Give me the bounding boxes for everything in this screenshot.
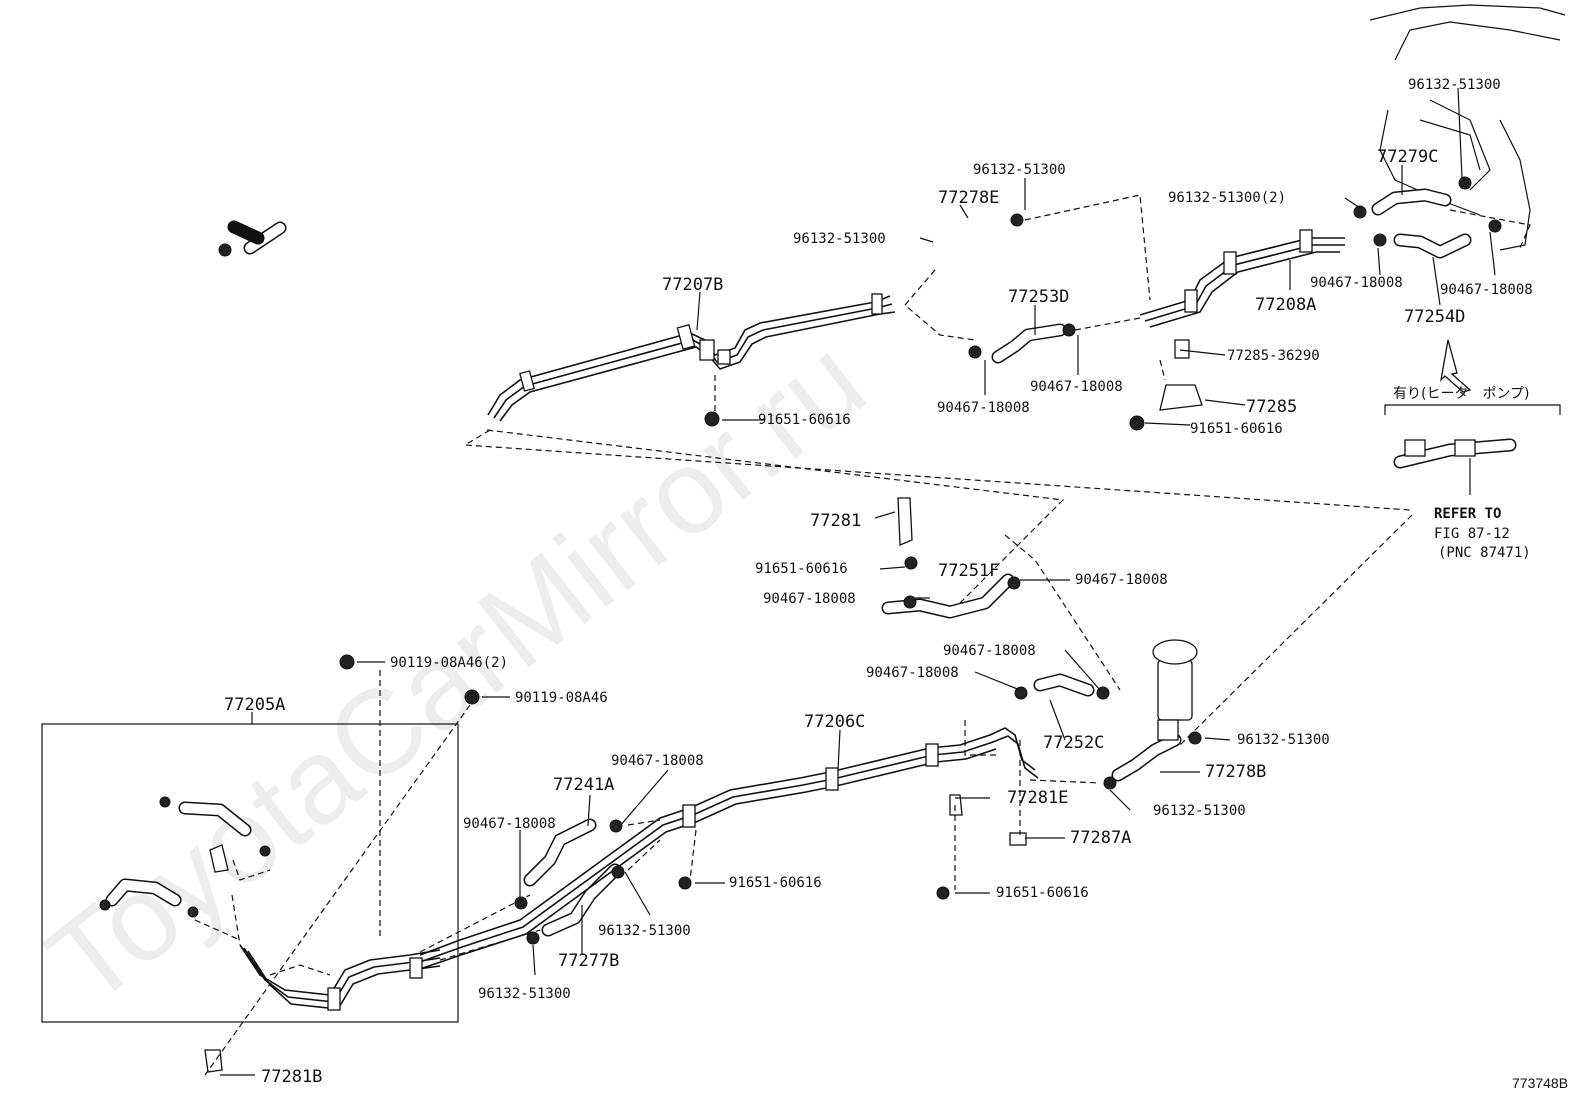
label-90119-08A46: 90119-08A46 [515,690,608,706]
label-77208A: 77208A [1255,295,1316,315]
label-96132-51300-b: 96132-51300 [793,231,886,247]
label-77254D: 77254D [1404,307,1465,327]
label-96132-51300-g: 96132-51300 [478,986,571,1002]
label-77253D: 77253D [1008,287,1069,307]
label-90467-18008-j: 90467-18008 [463,816,556,832]
label-91651-60616-c: 91651-60616 [755,561,848,577]
label-96132-51300-a: 96132-51300 [973,162,1066,178]
label-90467-18008-i: 90467-18008 [611,753,704,769]
77205a-box [41,723,459,1023]
label-96132-51300-d: 96132-51300 [1237,732,1330,748]
hoses-upper [105,188,1517,937]
label-77277B: 77277B [558,951,619,971]
label-90467-18008-a: 90467-18008 [1030,379,1123,395]
pipe-77207B [487,293,896,422]
label-90467-18008-h: 90467-18008 [866,665,959,681]
label-91651-60616-d: 91651-60616 [729,875,822,891]
label-77281: 77281 [810,511,861,531]
label-91651-60616-b: 91651-60616 [1190,421,1283,437]
refer-line-1: REFER TO [1434,506,1501,522]
label-96132-51300-c: 96132-51300 [1408,77,1501,93]
label-90467-18008-c: 90467-18008 [1310,275,1403,291]
clips [99,176,1502,1073]
direction-arrow [1440,339,1472,393]
label-77241A: 77241A [553,775,614,795]
label-90467-18008-g: 90467-18008 [943,643,1036,659]
label-96132-51300-2: 96132-51300(2) [1168,190,1286,206]
label-77281B: 77281B [261,1067,322,1087]
refer-line-3: (PNC 87471) [1438,545,1531,561]
label-90467-18008-d: 90467-18008 [1440,282,1533,298]
engine-outline [1369,4,1566,251]
figure-id: 773748B [1512,1075,1568,1091]
label-77205A: 77205A [224,695,285,715]
label-77206C: 77206C [804,712,865,732]
label-77278B: 77278B [1205,762,1266,782]
part-labels: 77207B 77278E 96132-51300 96132-51300 77… [224,77,1533,1087]
label-90467-18008-b: 90467-18008 [937,400,1030,416]
label-77252C: 77252C [1043,733,1104,753]
label-77285-36290: 77285-36290 [1227,348,1320,364]
label-77207B: 77207B [662,275,723,295]
label-90467-18008-e: 90467-18008 [1075,572,1168,588]
label-77279C: 77279C [1377,147,1438,167]
label-77285: 77285 [1246,397,1297,417]
heater-pump-note: 有り(ヒータ ポンプ) [1393,386,1530,402]
leader-lines [220,87,1496,1076]
label-90119-08A46-2: 90119-08A46(2) [390,655,508,671]
label-96132-51300-e: 96132-51300 [1153,803,1246,819]
label-77281E: 77281E [1007,788,1068,808]
heater-pump [1152,639,1198,741]
label-77278E: 77278E [938,188,999,208]
label-96132-51300-f: 96132-51300 [598,923,691,939]
pipe-77206C [419,727,1039,970]
reference-lines [194,194,1531,1076]
note-bracket [1384,404,1561,415]
refer-line-2: FIG 87-12 [1434,526,1510,542]
label-90467-18008-f: 90467-18008 [763,591,856,607]
label-77251F: 77251F [938,561,999,581]
label-77287A: 77287A [1070,828,1131,848]
label-91651-60616-a: 91651-60616 [758,412,851,428]
pipe-77208A [1139,229,1345,328]
pipe-77205A [239,944,441,1011]
label-91651-60616-e: 91651-60616 [996,885,1089,901]
